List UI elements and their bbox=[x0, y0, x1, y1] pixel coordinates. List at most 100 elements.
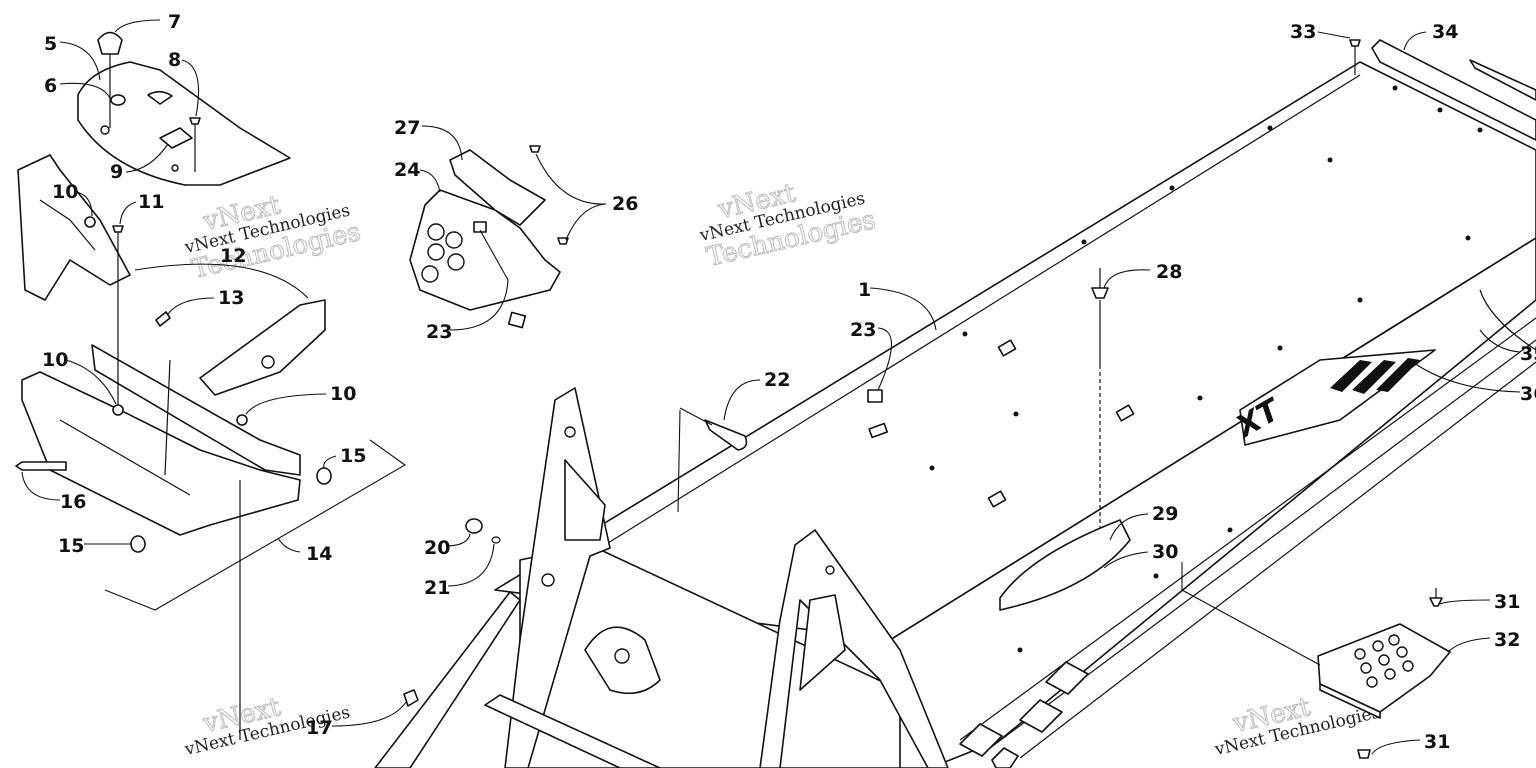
leader-22 bbox=[723, 379, 761, 421]
leader-34 bbox=[1403, 31, 1427, 51]
leader-12 bbox=[134, 263, 309, 299]
frame-crossmember bbox=[484, 694, 661, 768]
leader-10b bbox=[65, 359, 117, 405]
callout-10b: 10 bbox=[42, 349, 68, 371]
rivet bbox=[1081, 239, 1087, 245]
step-hole bbox=[1360, 662, 1372, 674]
leader-8 bbox=[181, 59, 199, 117]
leader-26 bbox=[535, 153, 607, 241]
frame-hole bbox=[564, 426, 576, 438]
frame-hole bbox=[825, 565, 835, 575]
callout-17: 17 bbox=[306, 717, 332, 739]
tunnel-assembly: XT bbox=[494, 61, 1536, 768]
rivet bbox=[929, 465, 935, 471]
part-15-nut bbox=[316, 467, 332, 485]
part-17-bolt bbox=[403, 689, 419, 707]
leader-36 bbox=[1409, 359, 1521, 393]
part-14-top-flange bbox=[91, 344, 301, 476]
plate-hole bbox=[427, 243, 445, 261]
leader-5 bbox=[59, 41, 101, 81]
part-13-bolt bbox=[155, 311, 171, 327]
cover-vent bbox=[147, 90, 173, 105]
step-hole bbox=[1388, 634, 1400, 646]
leader-10c bbox=[245, 393, 327, 415]
part-24-plate bbox=[409, 189, 561, 311]
part-10-nut bbox=[84, 216, 96, 228]
tunnel-rivets bbox=[929, 85, 1483, 653]
plate-hole bbox=[421, 265, 439, 283]
watermark-1: vNext vNext Technologies Technologies bbox=[182, 190, 364, 286]
part-23-clip bbox=[473, 221, 487, 233]
rivet bbox=[1477, 127, 1483, 133]
callout-9: 9 bbox=[110, 161, 123, 183]
leader-lines bbox=[21, 19, 1521, 755]
callout-12: 12 bbox=[220, 245, 246, 267]
decal-stripes bbox=[1330, 358, 1420, 394]
callout-22: 22 bbox=[764, 369, 790, 391]
step-hole bbox=[1378, 654, 1390, 666]
footrest-cutout bbox=[991, 747, 1019, 768]
leader-29 bbox=[1109, 513, 1149, 541]
footrest-cutout bbox=[959, 723, 1003, 757]
callout-20: 20 bbox=[424, 537, 450, 559]
callout-16: 16 bbox=[60, 491, 86, 513]
step-plate-leader bbox=[1181, 562, 1321, 666]
leader-7 bbox=[114, 19, 161, 33]
callout-31b: 31 bbox=[1424, 731, 1450, 753]
callout-23b: 23 bbox=[850, 319, 876, 341]
callout-11: 11 bbox=[138, 191, 164, 213]
step-hole bbox=[1384, 668, 1396, 680]
callout-31a: 31 bbox=[1494, 591, 1520, 613]
part-35-curve bbox=[1479, 289, 1536, 351]
leader-30 bbox=[1103, 551, 1149, 569]
callout-8: 8 bbox=[168, 49, 181, 71]
leader-6 bbox=[59, 82, 111, 99]
leader-35 bbox=[1479, 329, 1521, 353]
leader-1 bbox=[869, 287, 937, 331]
callout-34: 34 bbox=[1432, 21, 1458, 43]
leader-32 bbox=[1447, 637, 1491, 653]
step-hole bbox=[1354, 648, 1366, 660]
part-28-rivet bbox=[1091, 287, 1109, 299]
part-27-top-bracket bbox=[449, 149, 546, 226]
leader-13 bbox=[167, 297, 215, 315]
tunnel-clip bbox=[997, 339, 1017, 357]
watermark-2: vNext vNext Technologies Technologies bbox=[697, 178, 879, 274]
part-15-nut bbox=[130, 535, 146, 553]
tunnel-clip bbox=[1115, 404, 1135, 422]
part-14-lower-rail bbox=[21, 371, 301, 536]
part-10-nut bbox=[112, 404, 124, 416]
callout-30: 30 bbox=[1152, 541, 1178, 563]
leader-24 bbox=[419, 169, 441, 193]
leader-31b bbox=[1371, 739, 1421, 755]
assembly-box-line bbox=[104, 439, 407, 611]
front-frame bbox=[374, 387, 949, 768]
leader-11 bbox=[119, 201, 137, 225]
plate-hole bbox=[427, 223, 445, 241]
rail-line bbox=[59, 419, 191, 496]
leader-21 bbox=[447, 543, 495, 587]
channel-hole bbox=[261, 355, 275, 369]
leader-17 bbox=[331, 701, 407, 727]
callout-15b: 15 bbox=[58, 535, 84, 557]
bracket-detail bbox=[39, 199, 96, 251]
rivet bbox=[1227, 527, 1233, 533]
part-21-washer bbox=[491, 536, 501, 544]
leader-20 bbox=[447, 533, 471, 547]
footrest-cutout bbox=[1019, 699, 1063, 733]
tunnel-rail-line-1 bbox=[959, 317, 1536, 741]
callout-13: 13 bbox=[218, 287, 244, 309]
callout-15a: 15 bbox=[340, 445, 366, 467]
callout-27: 27 bbox=[394, 117, 420, 139]
callout-35: 35 bbox=[1520, 343, 1536, 365]
callout-6: 6 bbox=[44, 75, 57, 97]
leader-28 bbox=[1103, 269, 1151, 289]
frame-right-gusset bbox=[799, 594, 846, 691]
rivet bbox=[1013, 411, 1019, 417]
plate-hole bbox=[447, 253, 465, 271]
part-33-rivet bbox=[1349, 39, 1361, 47]
leader-27 bbox=[421, 125, 463, 161]
callout-32: 32 bbox=[1494, 629, 1520, 651]
step-hole bbox=[1396, 646, 1408, 658]
